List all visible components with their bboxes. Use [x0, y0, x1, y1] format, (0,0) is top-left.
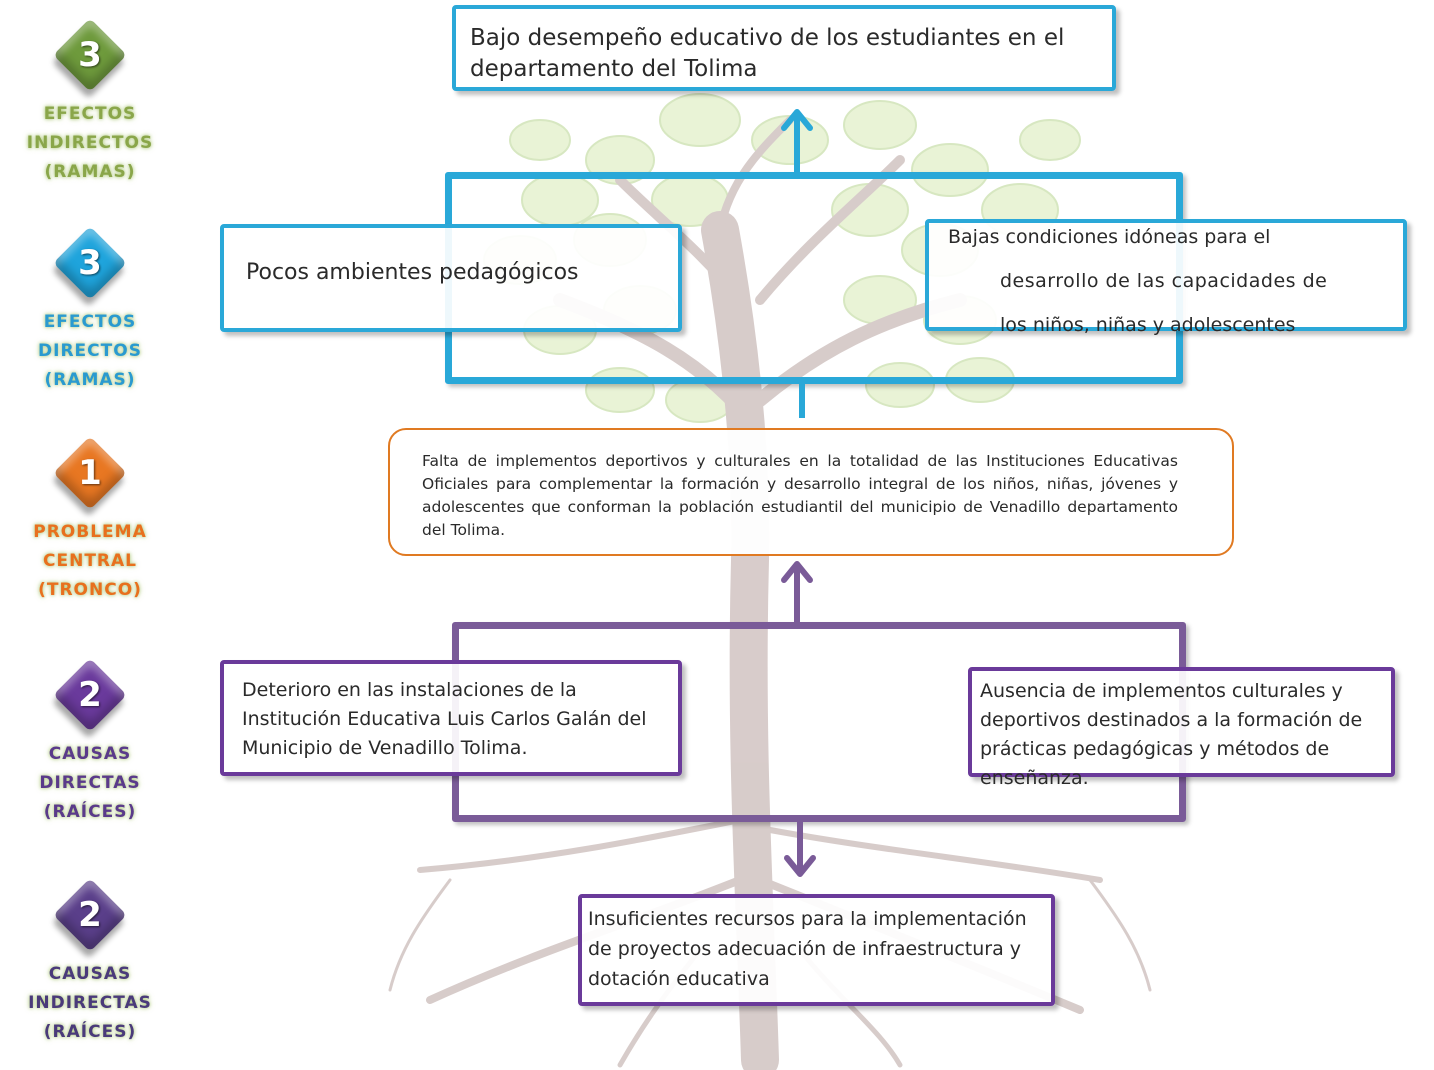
legend-line: (RAÍCES)	[43, 802, 137, 822]
direct-effect-left-text: Pocos ambientes pedagógicos	[246, 260, 579, 285]
legend-line: EFECTOS	[43, 312, 137, 332]
legend-line: (RAMAS)	[44, 162, 136, 182]
legend-direct-causes: 2 CAUSAS DIRECTAS (RAÍCES)	[0, 650, 180, 827]
legend-number: 2	[78, 675, 102, 715]
central-problem-box: Falta de implementos deportivos y cultur…	[388, 428, 1234, 556]
direct-effect-right-line-1: Bajas condiciones idóneas para el	[948, 226, 1271, 248]
legend-line: PROBLEMA	[33, 522, 147, 542]
legend-number: 1	[78, 453, 102, 493]
legend-number: 3	[78, 35, 102, 75]
legend-line: CAUSAS	[48, 744, 132, 764]
legend-line: EFECTOS	[43, 104, 137, 124]
legend-line: CENTRAL	[43, 551, 137, 571]
legend-direct-effects: 3 EFECTOS DIRECTOS (RAMAS)	[0, 218, 180, 395]
direct-effect-left-box: Pocos ambientes pedagógicos	[220, 224, 682, 332]
legend-indirect-effects: 3 EFECTOS INDIRECTOS (RAMAS)	[0, 10, 180, 187]
indirect-cause-text: Insuficientes recursos para la implement…	[588, 908, 1027, 990]
legend-number: 2	[78, 895, 102, 935]
direct-cause-right-text: Ausencia de implementos culturales y dep…	[980, 680, 1363, 789]
legend-line: DIRECTOS	[38, 341, 142, 361]
legend-line: DIRECTAS	[39, 773, 141, 793]
direct-effect-right-box	[925, 219, 1407, 331]
legend-line: INDIRECTAS	[28, 993, 152, 1013]
direct-cause-right-box: Ausencia de implementos culturales y dep…	[968, 667, 1395, 789]
legend-line: INDIRECTOS	[26, 133, 154, 153]
legend-indirect-causes: 2 CAUSAS INDIRECTAS (RAÍCES)	[0, 870, 180, 1047]
indirect-effect-box: Bajo desempeño educativo de los estudian…	[452, 5, 1116, 91]
direct-cause-left-box: Deterioro en las instalaciones de la Ins…	[220, 660, 682, 776]
indirect-effect-text: Bajo desempeño educativo de los estudian…	[470, 25, 1065, 82]
direct-effect-right-line-3: los niños, niñas y adolescentes	[1000, 314, 1296, 336]
legend-number: 3	[78, 243, 102, 283]
direct-effect-right-line-2: desarrollo de las capacidades de	[1000, 270, 1328, 292]
legend-line: (TRONCO)	[38, 580, 142, 600]
legend-line: CAUSAS	[48, 964, 132, 984]
legend-line: (RAMAS)	[44, 370, 136, 390]
legend-line: (RAÍCES)	[43, 1022, 137, 1042]
legend-central-problem: 1 PROBLEMA CENTRAL (TRONCO)	[0, 428, 180, 605]
direct-cause-left-text: Deterioro en las instalaciones de la Ins…	[242, 679, 647, 759]
central-problem-text: Falta de implementos deportivos y cultur…	[422, 452, 1178, 539]
indirect-cause-box: Insuficientes recursos para la implement…	[578, 894, 1055, 1006]
